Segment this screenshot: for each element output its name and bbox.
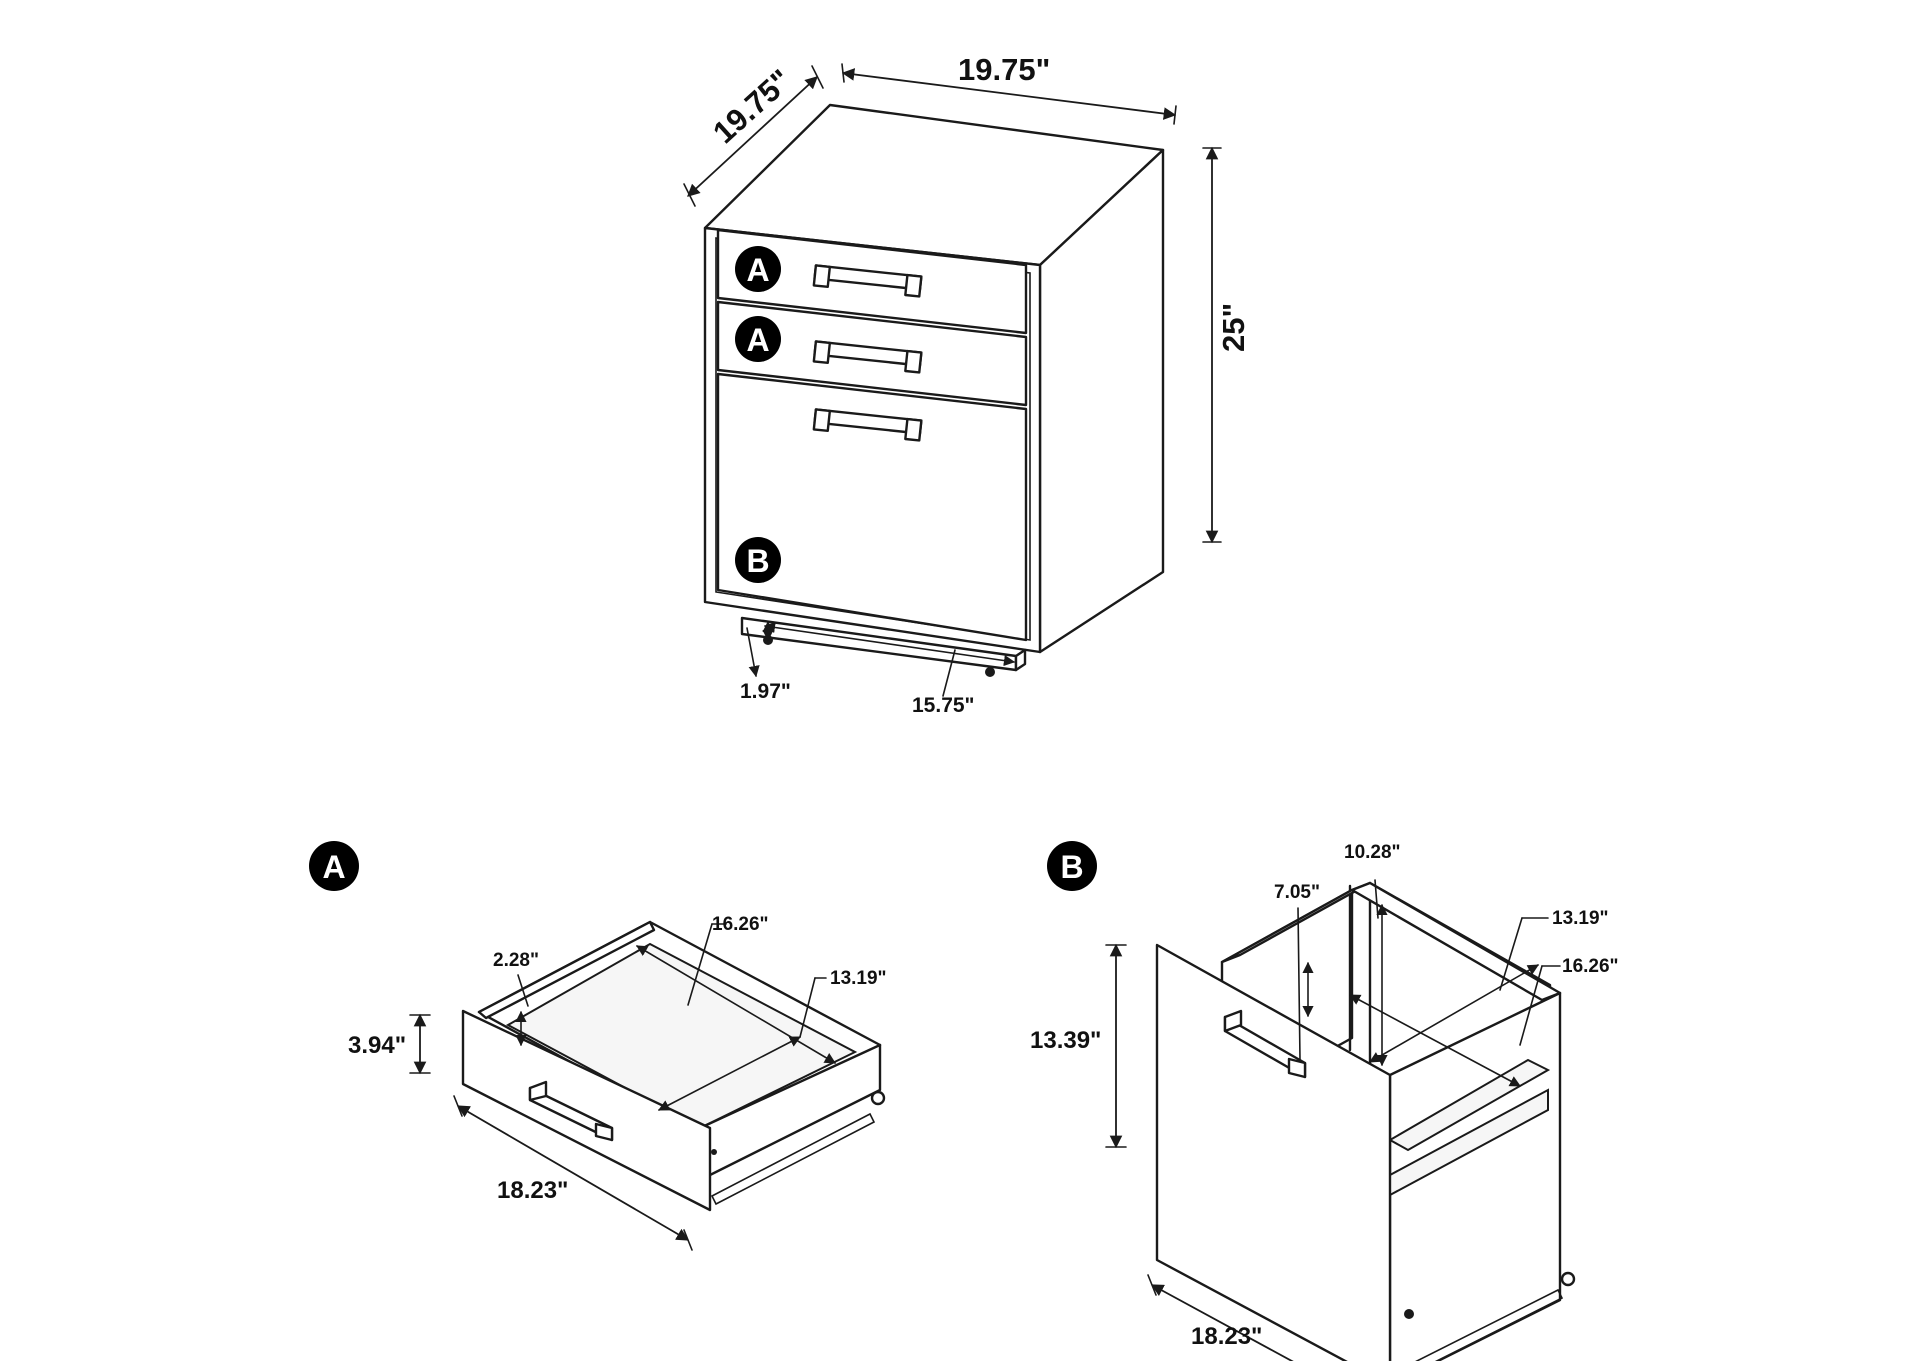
svg-text:A: A <box>746 252 769 288</box>
svg-text:A: A <box>322 849 345 885</box>
svg-text:A: A <box>746 322 769 358</box>
dimension-a-length: 18.23" <box>453 1095 693 1251</box>
dimension-b-height: 13.39" <box>1030 943 1127 1149</box>
badge-a-top: A <box>735 246 781 292</box>
svg-text:25": 25" <box>1216 303 1251 352</box>
dimension-a-inner-depth: 16.26" <box>636 914 836 1064</box>
dimension-b-length: 18.23" <box>1147 1274 1384 1361</box>
handle-icon <box>1223 1009 1307 1079</box>
svg-text:13.19": 13.19" <box>1552 908 1609 929</box>
dimension-a-inner-width: 13.19" <box>658 968 887 1111</box>
badge-a-middle: A <box>735 316 781 362</box>
handle-icon <box>812 408 923 442</box>
badge-b-file: B <box>735 537 781 583</box>
svg-text:1.97": 1.97" <box>740 680 791 703</box>
handle-icon <box>812 264 923 298</box>
svg-text:15.75": 15.75" <box>912 694 975 717</box>
svg-text:B: B <box>1060 849 1083 885</box>
svg-text:18.23": 18.23" <box>1191 1323 1262 1350</box>
svg-text:19.75": 19.75" <box>958 52 1050 87</box>
svg-text:2.28": 2.28" <box>493 950 539 971</box>
dimension-a-inner-height: 2.28" <box>493 950 539 1047</box>
dimension-height: 25" <box>1202 146 1251 544</box>
svg-text:16.26": 16.26" <box>712 914 769 935</box>
badge-a-section: A <box>309 841 359 891</box>
svg-text:10.28": 10.28" <box>1344 842 1401 863</box>
svg-text:13.39": 13.39" <box>1030 1027 1101 1054</box>
svg-text:16.26": 16.26" <box>1562 956 1619 977</box>
svg-text:B: B <box>746 543 769 579</box>
svg-text:13.19": 13.19" <box>830 968 887 989</box>
dimension-a-height: 3.94" <box>348 1013 431 1075</box>
svg-text:7.05": 7.05" <box>1274 882 1320 903</box>
dimension-b-rail-height: 7.05" <box>1274 882 1320 1061</box>
cabinet-drawing <box>703 103 1165 677</box>
handle-icon <box>812 340 923 374</box>
dimension-base-width: 15.75" <box>763 621 1016 717</box>
svg-text:18.23": 18.23" <box>497 1177 568 1204</box>
badge-b-section: B <box>1047 841 1097 891</box>
svg-text:3.94": 3.94" <box>348 1032 406 1059</box>
dimension-width: 19.75" <box>841 52 1177 125</box>
dimension-b-inner-depth: 16.26" <box>1349 956 1619 1087</box>
